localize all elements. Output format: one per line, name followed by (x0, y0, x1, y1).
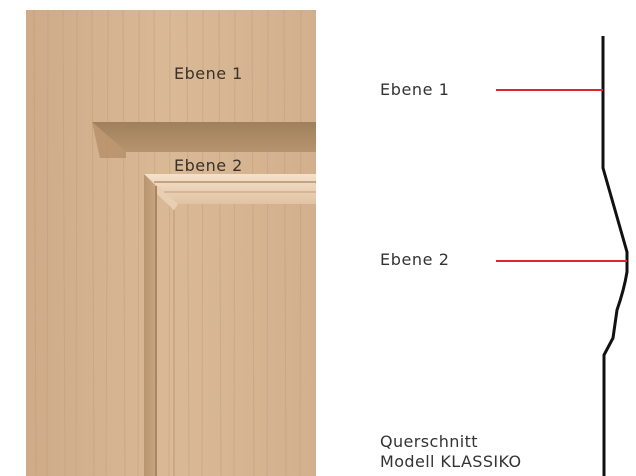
upper-bevel-shadow (92, 122, 316, 152)
diagram-label-level-2: Ebene 2 (380, 250, 450, 269)
photo-label-level-2: Ebene 2 (174, 156, 243, 175)
left-vertical-bevel (144, 174, 156, 476)
caption-line-2: Modell KLASSIKO (380, 452, 522, 471)
diagram-label-level-1: Ebene 1 (380, 80, 450, 99)
diagram-caption: Querschnitt Modell KLASSIKO (380, 432, 522, 472)
wood-panel-illustration (26, 10, 316, 476)
profile-outline (601, 36, 629, 476)
wood-grain (33, 10, 302, 476)
wood-panel-photo: Ebene 1 Ebene 2 (26, 10, 316, 476)
caption-line-1: Querschnitt (380, 432, 478, 451)
photo-label-level-1: Ebene 1 (174, 64, 243, 83)
